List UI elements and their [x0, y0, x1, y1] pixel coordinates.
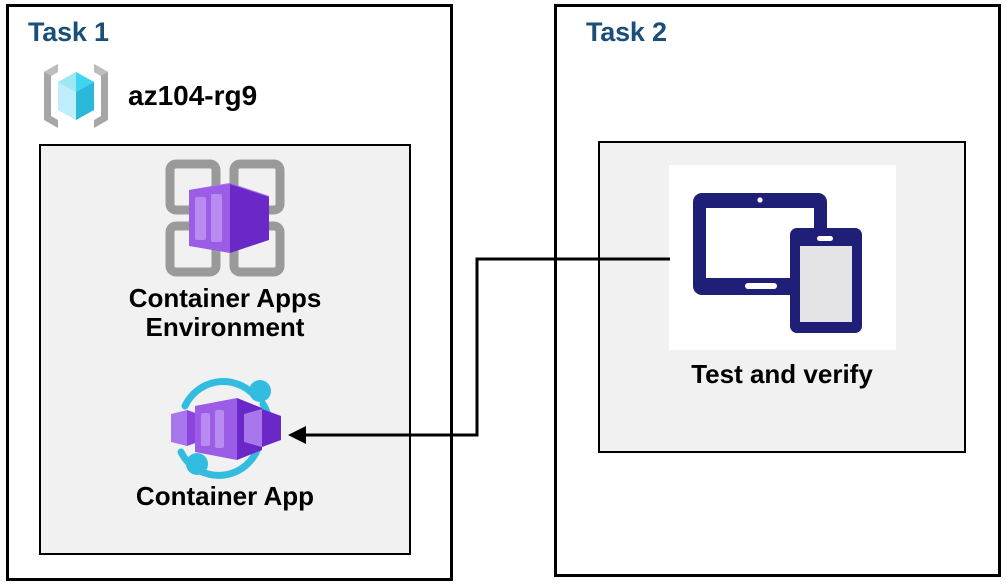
task-2-heading: Task 2: [586, 17, 667, 47]
container-app-icon-svg: [171, 378, 281, 479]
node-container-app[interactable]: Container App: [39, 376, 411, 511]
container-apps-environment-icon-svg: [165, 159, 285, 277]
node-container-apps-environment-label: Container Apps Environment: [128, 283, 322, 343]
task-1-heading: Task 1: [28, 17, 109, 47]
test-devices-icon-plate: [668, 165, 896, 350]
resource-group-row: az104-rg9: [38, 60, 257, 132]
node-container-app-label: Container App: [135, 481, 315, 511]
test-devices-icon: [693, 192, 862, 333]
container-apps-environment-icon: [162, 156, 288, 280]
node-test-and-verify[interactable]: Test and verify: [598, 165, 966, 389]
node-test-and-verify-label: Test and verify: [691, 359, 873, 389]
container-app-icon: [159, 376, 291, 480]
node-container-apps-environment[interactable]: Container Apps Environment: [39, 156, 411, 342]
azure-resource-group-icon-svg: [44, 64, 108, 128]
azure-resource-group-icon: [38, 60, 114, 132]
resource-group-label: az104-rg9: [128, 80, 258, 111]
